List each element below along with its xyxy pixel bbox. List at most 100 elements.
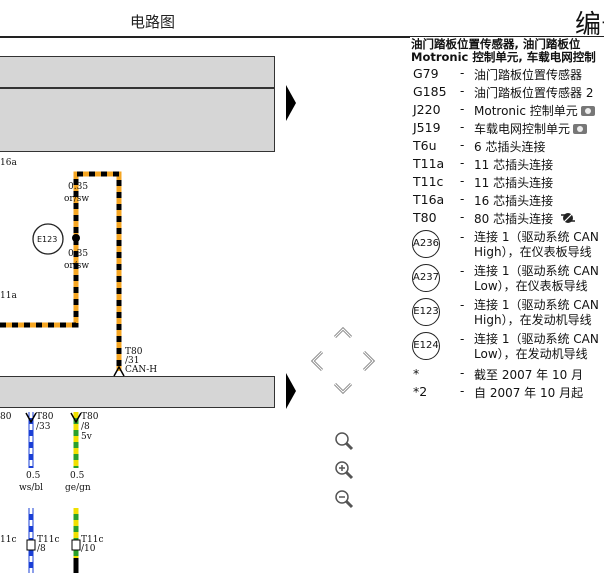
label-t16a: 16a bbox=[0, 158, 17, 168]
connection-line2: Low），在仪表板导线 bbox=[474, 279, 588, 293]
note-item: *2 - 自 2007 年 10 月起 bbox=[411, 382, 604, 400]
label-t11c-8-b: /8 bbox=[37, 544, 46, 554]
legend-dash: - bbox=[460, 332, 465, 346]
legend-panel: 油门踏板位置传感器, 油门踏板位 Motronic 控制单元, 车载电网控制 G… bbox=[411, 38, 604, 400]
zoom-fit-button[interactable] bbox=[333, 430, 355, 452]
legend-desc: 11 芯插头连接 bbox=[474, 158, 554, 172]
legend-code: T16a bbox=[413, 192, 445, 207]
pin-arrow-t80-33 bbox=[25, 412, 37, 424]
connection-line2: High），在发动机导线 bbox=[474, 313, 592, 327]
continue-arrow-bottom[interactable] bbox=[286, 373, 296, 409]
label-t80-31-b: /31 bbox=[125, 356, 140, 366]
label-color-gegn: ge/gn bbox=[65, 483, 91, 493]
camera-icon[interactable] bbox=[580, 106, 595, 116]
label-size-035-a: 0.35 bbox=[68, 182, 89, 192]
legend-dash: - bbox=[460, 174, 465, 188]
legend-code: J220 bbox=[413, 102, 441, 117]
chevron-up-icon bbox=[333, 326, 353, 339]
zoom-in-icon bbox=[335, 461, 354, 480]
legend-code: T11c bbox=[413, 174, 444, 189]
label-color-wsbl: ws/bl bbox=[19, 483, 43, 493]
zoom-out-icon bbox=[335, 490, 354, 509]
label-t11c-10-b: /10 bbox=[81, 544, 96, 554]
legend-item: T80 - 80 芯插头连接 bbox=[411, 208, 604, 228]
legend-item: T11a - 11 芯插头连接 bbox=[411, 154, 604, 172]
chevron-right-icon bbox=[362, 350, 376, 372]
legend-dash: - bbox=[460, 210, 465, 224]
connector-icon[interactable] bbox=[560, 211, 576, 225]
label-size-05-b: 0.5 bbox=[70, 471, 85, 481]
label-color-orsw-b: or/sw bbox=[64, 261, 90, 271]
label-size-035-b: 0.35 bbox=[68, 249, 89, 259]
legend-code: T80 bbox=[413, 210, 437, 225]
legend-dash: - bbox=[460, 264, 465, 278]
legend-code: T11a bbox=[413, 156, 445, 171]
legend-item: J519 - 车载电网控制单元 bbox=[411, 118, 604, 136]
legend-dash: - bbox=[460, 138, 465, 152]
component-bar-bottom bbox=[0, 376, 275, 408]
legend-dash: - bbox=[460, 230, 465, 244]
legend-dash: - bbox=[460, 366, 465, 380]
connection-line1: 连接 1（驱动系统 CAN bbox=[474, 298, 599, 312]
connection-line1: 连接 1（驱动系统 CAN bbox=[474, 230, 599, 244]
title-bar: 电路图 编号 bbox=[0, 0, 604, 40]
circuit-diagram[interactable]: 16a 0.35 or/sw E123 0.35 or/sw 11a T80 /… bbox=[0, 38, 280, 573]
legend-items: G79 - 油门踏板位置传感器 G185 - 油门踏板位置传感器 2 J220 … bbox=[411, 64, 604, 228]
legend-item: T6u - 6 芯插头连接 bbox=[411, 136, 604, 154]
legend-code: G79 bbox=[413, 66, 439, 81]
legend-notes: * - 截至 2007 年 10 月 *2 - 自 2007 年 10 月起 bbox=[411, 364, 604, 400]
zoom-in-button[interactable] bbox=[333, 459, 355, 481]
t11c-10-connector bbox=[71, 539, 81, 551]
magnifier-icon bbox=[335, 432, 354, 451]
label-e123: E123 bbox=[37, 235, 58, 244]
label-t80-31-a: T80 bbox=[125, 347, 143, 357]
legend-desc: 油门踏板位置传感器 bbox=[474, 68, 583, 82]
pan-down-button[interactable] bbox=[333, 382, 353, 396]
connection-line2: High），在仪表板导线 bbox=[474, 245, 592, 259]
note-code: *2 bbox=[413, 384, 428, 399]
legend-code: T6u bbox=[413, 138, 437, 153]
title-divider-right bbox=[410, 36, 604, 37]
page-title: 电路图 bbox=[130, 13, 176, 31]
legend-code: J519 bbox=[413, 120, 441, 135]
label-t11c-left: 11c bbox=[0, 535, 17, 545]
splice-dot bbox=[72, 234, 80, 242]
pan-right-button[interactable] bbox=[361, 350, 377, 372]
component-bar-middle bbox=[0, 88, 275, 152]
legend-dash: - bbox=[460, 384, 465, 398]
label-t80-8-c: 5v bbox=[81, 432, 92, 442]
pan-left-button[interactable] bbox=[309, 350, 325, 372]
t11c-8-connector bbox=[26, 539, 36, 551]
pin-arrow-t80-31 bbox=[113, 365, 125, 377]
zoom-out-button[interactable] bbox=[333, 488, 355, 510]
note-desc: 截至 2007 年 10 月 bbox=[474, 368, 584, 382]
title-divider bbox=[0, 36, 410, 38]
legend-item: T16a - 16 芯插头连接 bbox=[411, 190, 604, 208]
legend-dash: - bbox=[460, 120, 465, 134]
note-item: * - 截至 2007 年 10 月 bbox=[411, 364, 604, 382]
connection-code: A237 bbox=[412, 264, 440, 292]
label-t80-33-a: T80 bbox=[36, 412, 54, 422]
wire-drawing bbox=[0, 171, 125, 573]
label-t11c-8-a: T11c bbox=[37, 535, 60, 545]
continue-arrow-top[interactable] bbox=[286, 85, 296, 121]
note-code: * bbox=[413, 366, 420, 381]
pan-up-button[interactable] bbox=[333, 325, 353, 339]
e123-connection-circle bbox=[32, 223, 64, 255]
camera-icon[interactable] bbox=[573, 124, 588, 134]
label-t11c-10-a: T11c bbox=[81, 535, 104, 545]
legend-desc: 车载电网控制单元 bbox=[474, 122, 571, 136]
connection-line1: 连接 1（驱动系统 CAN bbox=[474, 332, 599, 346]
legend-desc: 油门踏板位置传感器 2 bbox=[474, 86, 594, 100]
legend-heading-1: 油门踏板位置传感器, 油门踏板位 bbox=[411, 38, 581, 51]
legend-dash: - bbox=[460, 298, 465, 312]
label-t80-8-b: /8 bbox=[81, 422, 90, 432]
legend-dash: - bbox=[460, 84, 465, 98]
connection-code: E124 bbox=[412, 332, 440, 360]
legend-desc: 16 芯插头连接 bbox=[474, 194, 554, 208]
label-t80-31-c: CAN-H bbox=[125, 365, 158, 375]
